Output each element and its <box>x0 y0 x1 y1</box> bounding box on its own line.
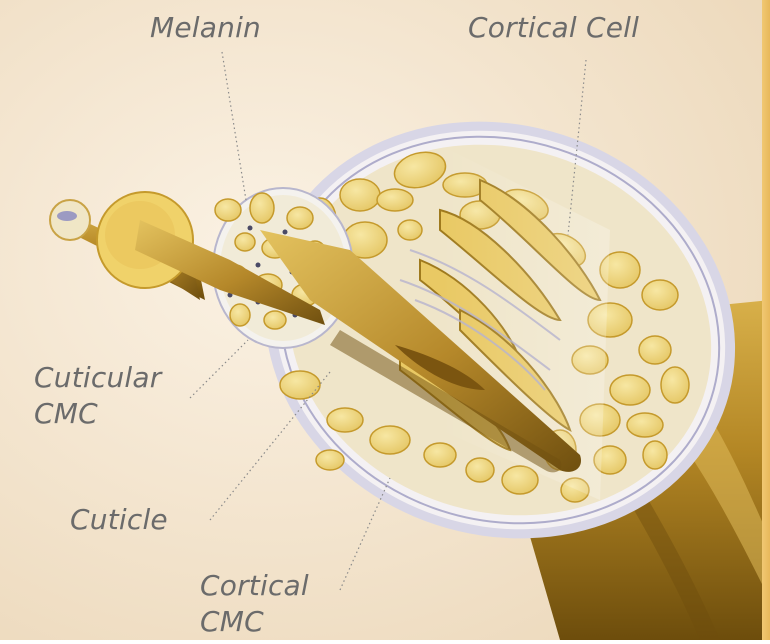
cuticular-cmc-label: Cuticular CMC <box>34 360 161 432</box>
melanin-label: Melanin <box>150 10 261 46</box>
cortical-cmc-line1: Cortical <box>200 568 309 604</box>
cuticular-cmc-line2: CMC <box>34 396 161 432</box>
cuticular-cmc-line1: Cuticular <box>34 360 161 396</box>
cortical-cmc-label: Cortical CMC <box>200 568 309 640</box>
cortical-cmc-line2: CMC <box>200 604 309 640</box>
cuticle-label: Cuticle <box>70 502 168 538</box>
cortical-cell-label: Cortical Cell <box>468 10 639 46</box>
frame-edge <box>762 0 770 640</box>
